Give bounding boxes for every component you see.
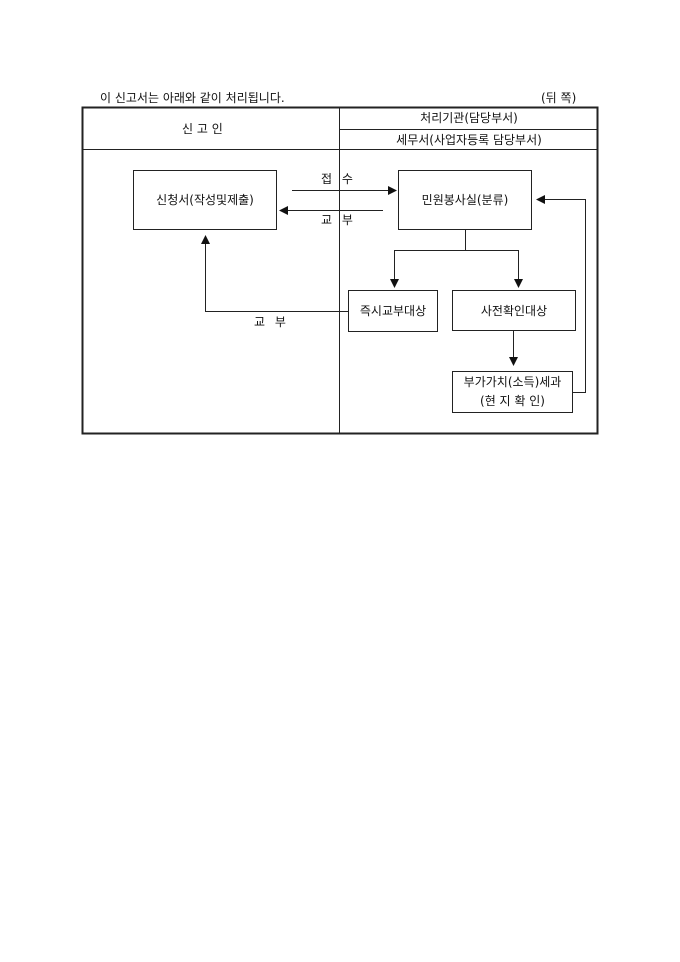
vat-division-box: 부가가치(소득)세과 (현 지 확 인) bbox=[452, 371, 573, 413]
application-box: 신청서(작성및제출) bbox=[133, 170, 277, 230]
receipt-label: 접 수 bbox=[321, 172, 353, 186]
civil-service-box: 민원봉사실(분류) bbox=[398, 170, 532, 230]
civil-service-label: 민원봉사실(분류) bbox=[421, 193, 509, 207]
arrow-down-icon bbox=[390, 279, 399, 288]
pre-check-box: 사전확인대상 bbox=[452, 290, 576, 331]
field-check-label: (현 지 확 인) bbox=[480, 394, 545, 408]
agency-header: 처리기관(담당부서) bbox=[420, 111, 518, 125]
page-side-label: (뒤 쪽) bbox=[541, 91, 577, 105]
arrow-left-icon bbox=[279, 206, 288, 215]
vat-division-label: 부가가치(소득)세과 bbox=[463, 375, 562, 389]
application-label: 신청서(작성및제출) bbox=[156, 193, 254, 207]
arrow-down-icon bbox=[509, 357, 518, 366]
arrow-right-icon bbox=[388, 186, 397, 195]
arrow-up-icon bbox=[201, 235, 210, 244]
pre-check-label: 사전확인대상 bbox=[480, 303, 548, 318]
applicant-header: 신 고 인 bbox=[182, 122, 223, 136]
intro-text: 이 신고서는 아래와 같이 처리됩니다. bbox=[100, 91, 285, 105]
immediate-issue-label: 즉시교부대상 bbox=[359, 304, 427, 318]
immediate-issue-box: 즉시교부대상 bbox=[348, 290, 438, 332]
arrow-left-icon bbox=[536, 195, 545, 204]
office-header: 세무서(사업자등록 담당부서) bbox=[396, 133, 542, 147]
issue-label: 교 부 bbox=[321, 213, 353, 227]
arrow-down-icon bbox=[514, 279, 523, 288]
issue-label-lower: 교 부 bbox=[254, 315, 286, 329]
